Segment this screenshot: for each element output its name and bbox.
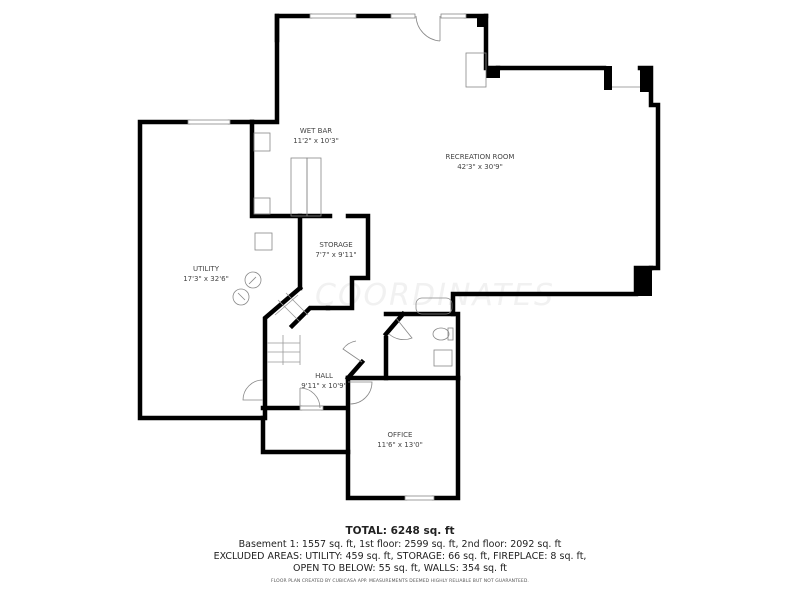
room-name: STORAGE — [319, 241, 353, 249]
room-dimensions: 11'6" x 13'0" — [377, 441, 423, 449]
columns — [477, 15, 652, 296]
room-name: UTILITY — [193, 265, 219, 273]
room-utility: UTILITY 17'3" x 32'6" — [183, 264, 229, 284]
disclaimer: FLOOR PLAN CREATED BY CUBICASA APP. MEAS… — [271, 579, 529, 584]
excluded-areas-line-2: OPEN TO BELOW: 55 sq. ft, WALLS: 354 sq.… — [293, 563, 507, 574]
room-name: HALL — [315, 372, 333, 380]
room-dimensions: 17'3" x 32'6" — [183, 275, 229, 283]
room-storage: STORAGE 7'7" x 9'11" — [315, 240, 356, 260]
floor-areas: Basement 1: 1557 sq. ft, 1st floor: 2599… — [238, 539, 562, 550]
room-dimensions: 11'2" x 10'3" — [293, 137, 339, 145]
room-name: OFFICE — [387, 431, 413, 439]
excluded-areas-line-1: EXCLUDED AREAS: UTILITY: 459 sq. ft, STO… — [213, 551, 587, 562]
room-dimensions: 7'7" x 9'11" — [315, 251, 357, 259]
room-office: OFFICE 11'6" x 13'0" — [377, 430, 423, 450]
wall-wetbar-left — [274, 13, 313, 43]
room-hall: HALL 9'11" x 10'9" — [301, 371, 347, 391]
walls — [137, 13, 661, 501]
windows — [187, 13, 467, 501]
total-area: TOTAL: 6248 sq. ft — [345, 525, 455, 537]
fixtures — [232, 15, 640, 409]
room-recreation-room: RECREATION ROOM 42'3" x 30'9" — [446, 152, 515, 172]
room-wet-bar: WET BAR 11'2" x 10'3" — [293, 126, 339, 146]
room-name: RECREATION ROOM — [445, 153, 515, 161]
room-dimensions: 42'3" x 30'9" — [457, 163, 503, 171]
room-dimensions: 9'11" x 10'9" — [301, 382, 347, 390]
room-name: WET BAR — [299, 127, 333, 135]
